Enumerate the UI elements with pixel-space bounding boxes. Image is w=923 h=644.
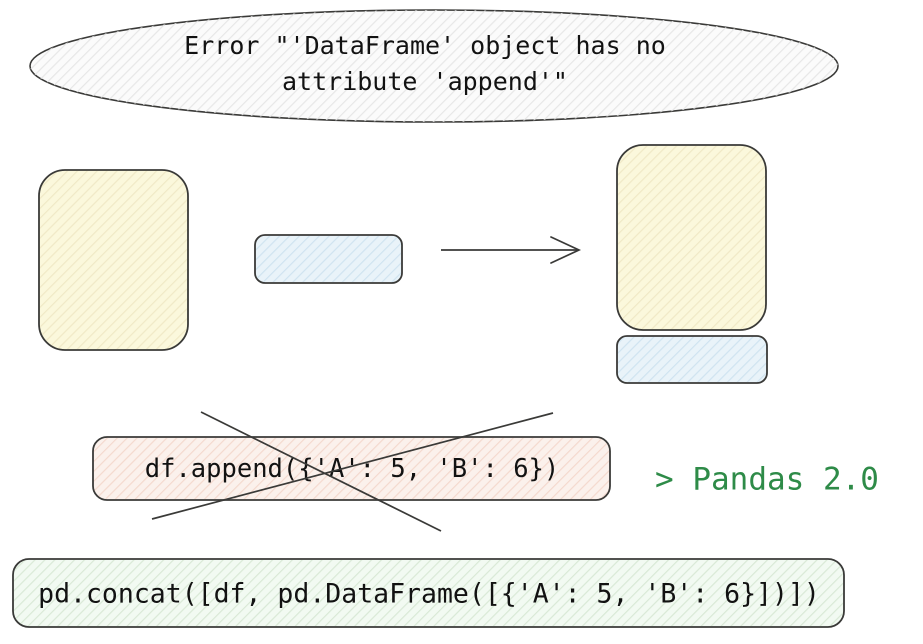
error-bubble-line-1: Error "'DataFrame' object has no [184,31,666,60]
recommended-code-text: pd.concat([df, pd.DataFrame([{'A': 5, 'B… [38,579,820,610]
error-bubble-hatch [30,10,838,122]
error-bubble-line-2: attribute 'append'" [282,67,568,96]
pandas-version-note: > Pandas 2.0 [655,462,879,498]
recommended-code-box: pd.concat([df, pd.DataFrame([{'A': 5, 'B… [12,558,845,628]
result-row-hatch [618,337,766,382]
result-frame-box [616,144,767,331]
error-bubble: Error "'DataFrame' object has no attribu… [29,9,839,123]
result-row-box [616,335,768,384]
source-frame-hatch [40,171,187,349]
strikethrough-line-down [200,411,442,532]
deprecated-code-box: df.append({'A': 5, 'B': 6}) [92,436,611,501]
strikethrough-line-up [151,412,554,520]
concat-arrow-head [550,236,582,264]
strikethrough-cross [151,411,554,532]
result-frame-hatch [618,146,765,329]
new-row-hatch [256,236,401,282]
concat-arrow [441,236,582,264]
new-row-box [254,234,403,284]
deprecated-code-text: df.append({'A': 5, 'B': 6}) [145,454,560,484]
recommended-code-hatch [14,560,843,626]
deprecated-code-hatch [94,438,609,499]
source-frame-box [38,169,189,351]
